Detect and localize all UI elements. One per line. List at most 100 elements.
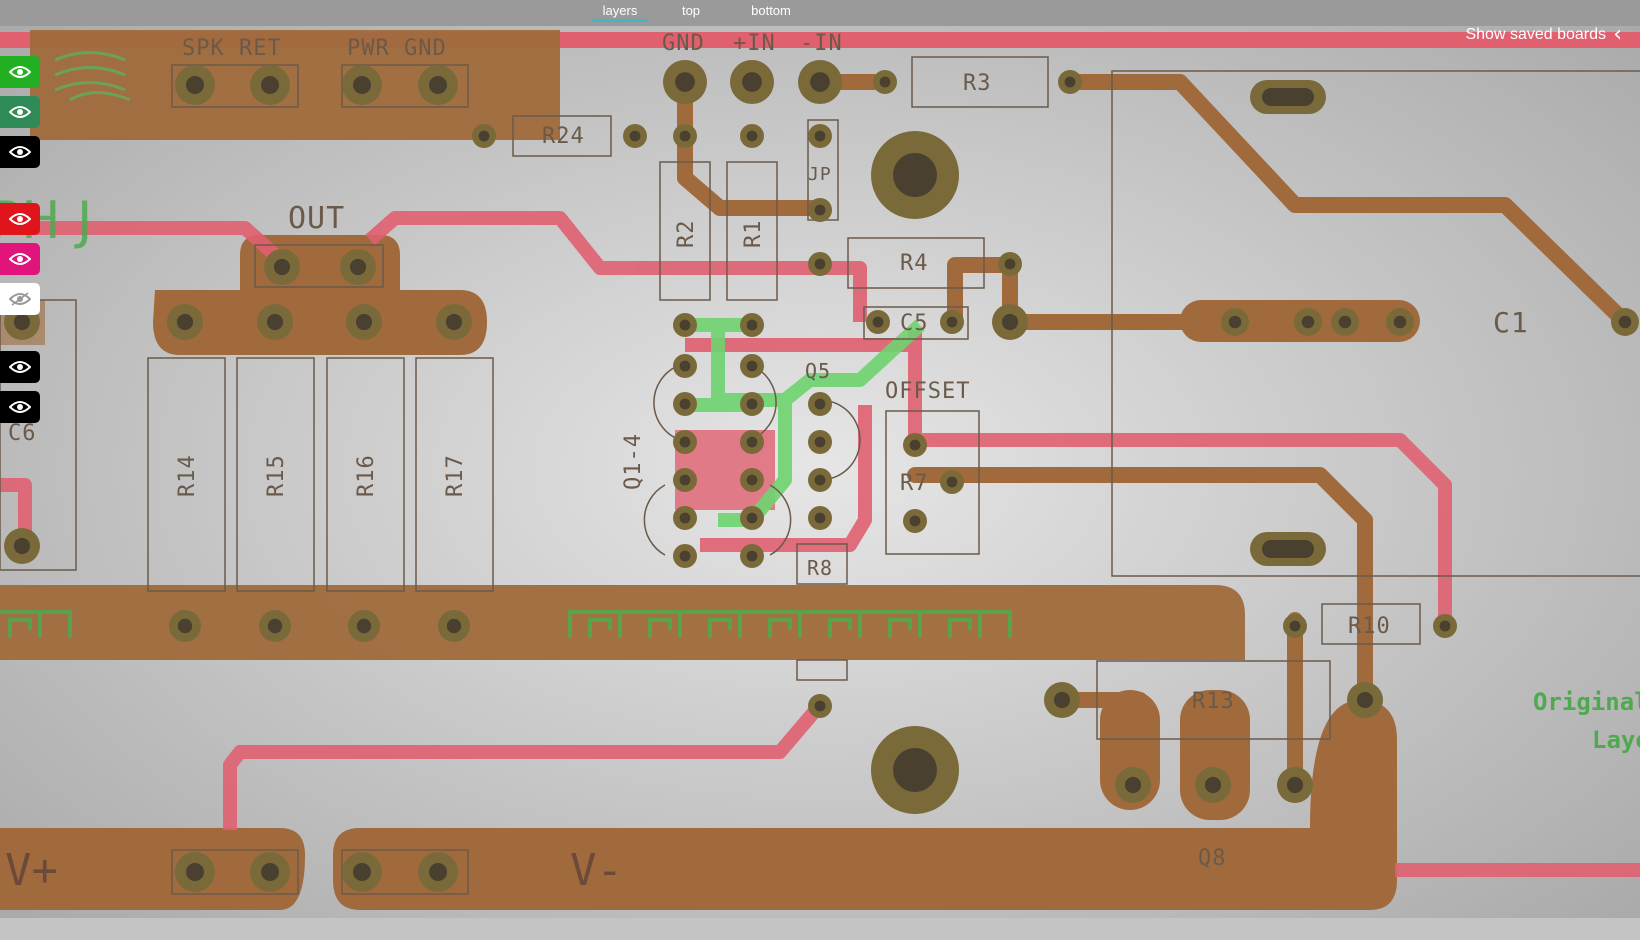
eye-icon (9, 66, 31, 78)
label-r3: R3 (963, 71, 992, 96)
eye-icon (9, 401, 31, 413)
pcb-pad-hole (679, 398, 691, 410)
pcb-pad-hole (679, 436, 691, 448)
pcb-pad-hole (879, 76, 891, 88)
chevron-left-icon[interactable]: ‹ (1613, 22, 1622, 47)
tab-layers[interactable]: layers (592, 3, 648, 22)
label-out: OUT (288, 201, 345, 236)
layer-toggle-0[interactable] (0, 56, 40, 88)
pads (871, 80, 1326, 814)
layer-toggle-3[interactable] (0, 203, 40, 235)
label-layout: Layo (1592, 726, 1640, 754)
pcb-pad-hole (429, 863, 447, 881)
pcb-pad-hole (1001, 313, 1019, 331)
label-minus-in: -IN (800, 31, 843, 56)
pcb-pad-hole (267, 618, 283, 634)
pcb-pad-hole (746, 512, 758, 524)
label-c5: C5 (900, 311, 929, 336)
pcb-pad-hole (273, 258, 291, 276)
pcb-pad-hole (266, 313, 284, 331)
pcb-pad-hole (1228, 315, 1242, 329)
eye-icon (9, 146, 31, 158)
pcb-pad-hole (746, 474, 758, 486)
pcb-pad-hole (1618, 315, 1632, 329)
copper-vminus (333, 700, 1397, 910)
copper-bottom-bus (0, 585, 1245, 660)
pcb-pad-hole (675, 72, 695, 92)
pcb-pad-hole (746, 436, 758, 448)
meander-pattern (0, 610, 1012, 638)
label-offset: OFFSET (885, 379, 970, 404)
pcb-pad-hole (429, 76, 447, 94)
pcb-pad-hole (814, 398, 826, 410)
pcb-pad-hole (1004, 258, 1016, 270)
pcb-pad-hole (261, 76, 279, 94)
pcb-pad-hole (353, 76, 371, 94)
eye-icon (9, 213, 31, 225)
pcb-pad-hole (810, 72, 830, 92)
pcb-pad-hole (1439, 620, 1451, 632)
pcb-pad-hole (909, 439, 921, 451)
eye-off-icon (9, 292, 31, 306)
layer-toggle-4[interactable] (0, 243, 40, 275)
pcb-pad-hole (679, 550, 691, 562)
pcb-pad-hole (679, 474, 691, 486)
label-q1-4: Q1-4 (621, 433, 646, 490)
label-pwr-gnd: PWR GND (347, 36, 447, 61)
label-r2: R2 (674, 220, 699, 249)
label-r16: R16 (354, 454, 379, 497)
label-original: Original (1533, 688, 1640, 716)
top-bar (0, 0, 1640, 26)
layer-toggle-2[interactable] (0, 136, 40, 168)
pcb-pad-hole (872, 316, 884, 328)
show-saved-boards-button[interactable]: Show saved boards (1465, 26, 1606, 43)
label-plus-in: +IN (733, 31, 776, 56)
label-r24: R24 (542, 124, 585, 149)
layer-toggle-5[interactable] (0, 283, 40, 315)
pcb-pad-hole (13, 537, 31, 555)
pcb-pad-hole (1053, 691, 1071, 709)
pcb-pad-hole (742, 72, 762, 92)
pcb-pad-hole (814, 512, 826, 524)
pcb-pad-hole (1393, 315, 1407, 329)
pcb-pad-hole (679, 130, 691, 142)
logo-mark (54, 51, 131, 102)
pcb-pad-hole (814, 130, 826, 142)
pcb-pad-hole (356, 618, 372, 634)
label-r17: R17 (443, 454, 468, 497)
copper-out-block (153, 235, 487, 355)
pcb-pad-hole (1289, 620, 1301, 632)
pcb-pad-hole (355, 313, 373, 331)
layer-toggle-6[interactable] (0, 351, 40, 383)
pcb-pad-hole (814, 436, 826, 448)
eye-icon (9, 253, 31, 265)
pcb-pad-hole (946, 476, 958, 488)
label-q5: Q5 (805, 359, 831, 383)
tab-bottom[interactable]: bottom (751, 3, 791, 18)
pcb-pad-hole (186, 76, 204, 94)
pcb-pad-hole (13, 313, 31, 331)
pcb-pad-hole (1338, 315, 1352, 329)
pcb-pad-hole (814, 204, 826, 216)
pcb-pad-hole (629, 130, 641, 142)
copper-vplus (0, 828, 305, 910)
label-r4: R4 (900, 251, 929, 276)
pcb-pad-hole (1124, 776, 1142, 794)
pcb-pad-hole (446, 618, 462, 634)
pcb-pad-hole (1204, 776, 1222, 794)
pcb-pad-hole (746, 398, 758, 410)
label-r13: R13 (1192, 689, 1235, 714)
label-c6: C6 (8, 421, 37, 446)
tab-top[interactable]: top (681, 3, 701, 18)
layer-toggle-1[interactable] (0, 96, 40, 128)
pcb-pad-hole (349, 258, 367, 276)
label-r1: R1 (741, 220, 766, 249)
pcb-pad-hole (1064, 76, 1076, 88)
label-q8: Q8 (1198, 846, 1227, 871)
pcb-pad-hole (746, 360, 758, 372)
layer-toggle-7[interactable] (0, 391, 40, 423)
eye-icon (9, 106, 31, 118)
eye-icon (9, 361, 31, 373)
pcb-pad-hole (909, 515, 921, 527)
